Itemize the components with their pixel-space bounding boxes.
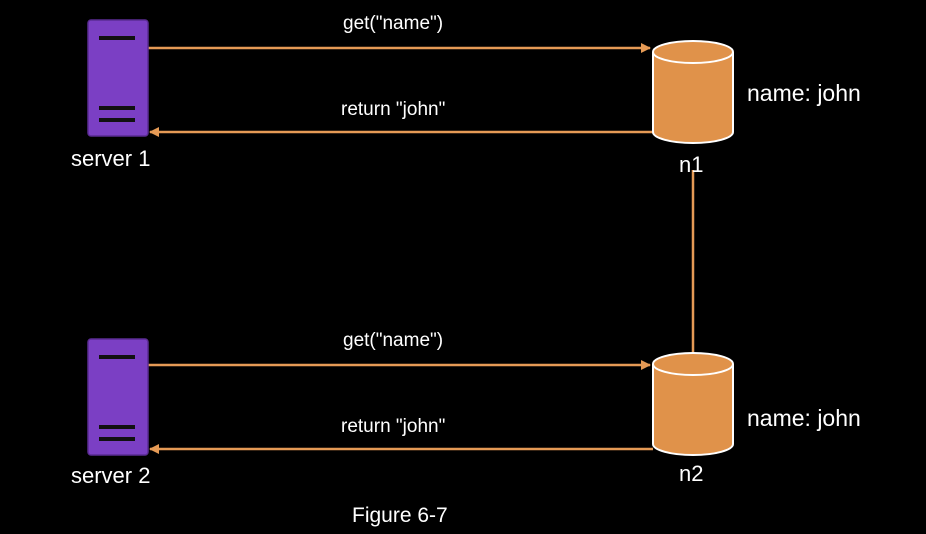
server-icon xyxy=(87,338,149,456)
server-label-1: server 1 xyxy=(71,146,151,171)
request-label-1: get("name") xyxy=(343,13,444,34)
database-icon xyxy=(652,40,734,144)
database-icon xyxy=(652,352,734,456)
node-label-n2: n2 xyxy=(679,461,704,486)
response-label-2: return "john" xyxy=(341,416,446,437)
figure-caption: Figure 6-7 xyxy=(352,504,448,527)
server-label-2: server 2 xyxy=(71,463,151,488)
node-value-n2: name: john xyxy=(747,405,861,431)
node-value-n1: name: john xyxy=(747,80,861,106)
server-icon xyxy=(87,19,149,137)
node-label-n1: n1 xyxy=(679,152,704,177)
request-label-2: get("name") xyxy=(343,330,444,351)
response-label-1: return "john" xyxy=(341,99,446,120)
